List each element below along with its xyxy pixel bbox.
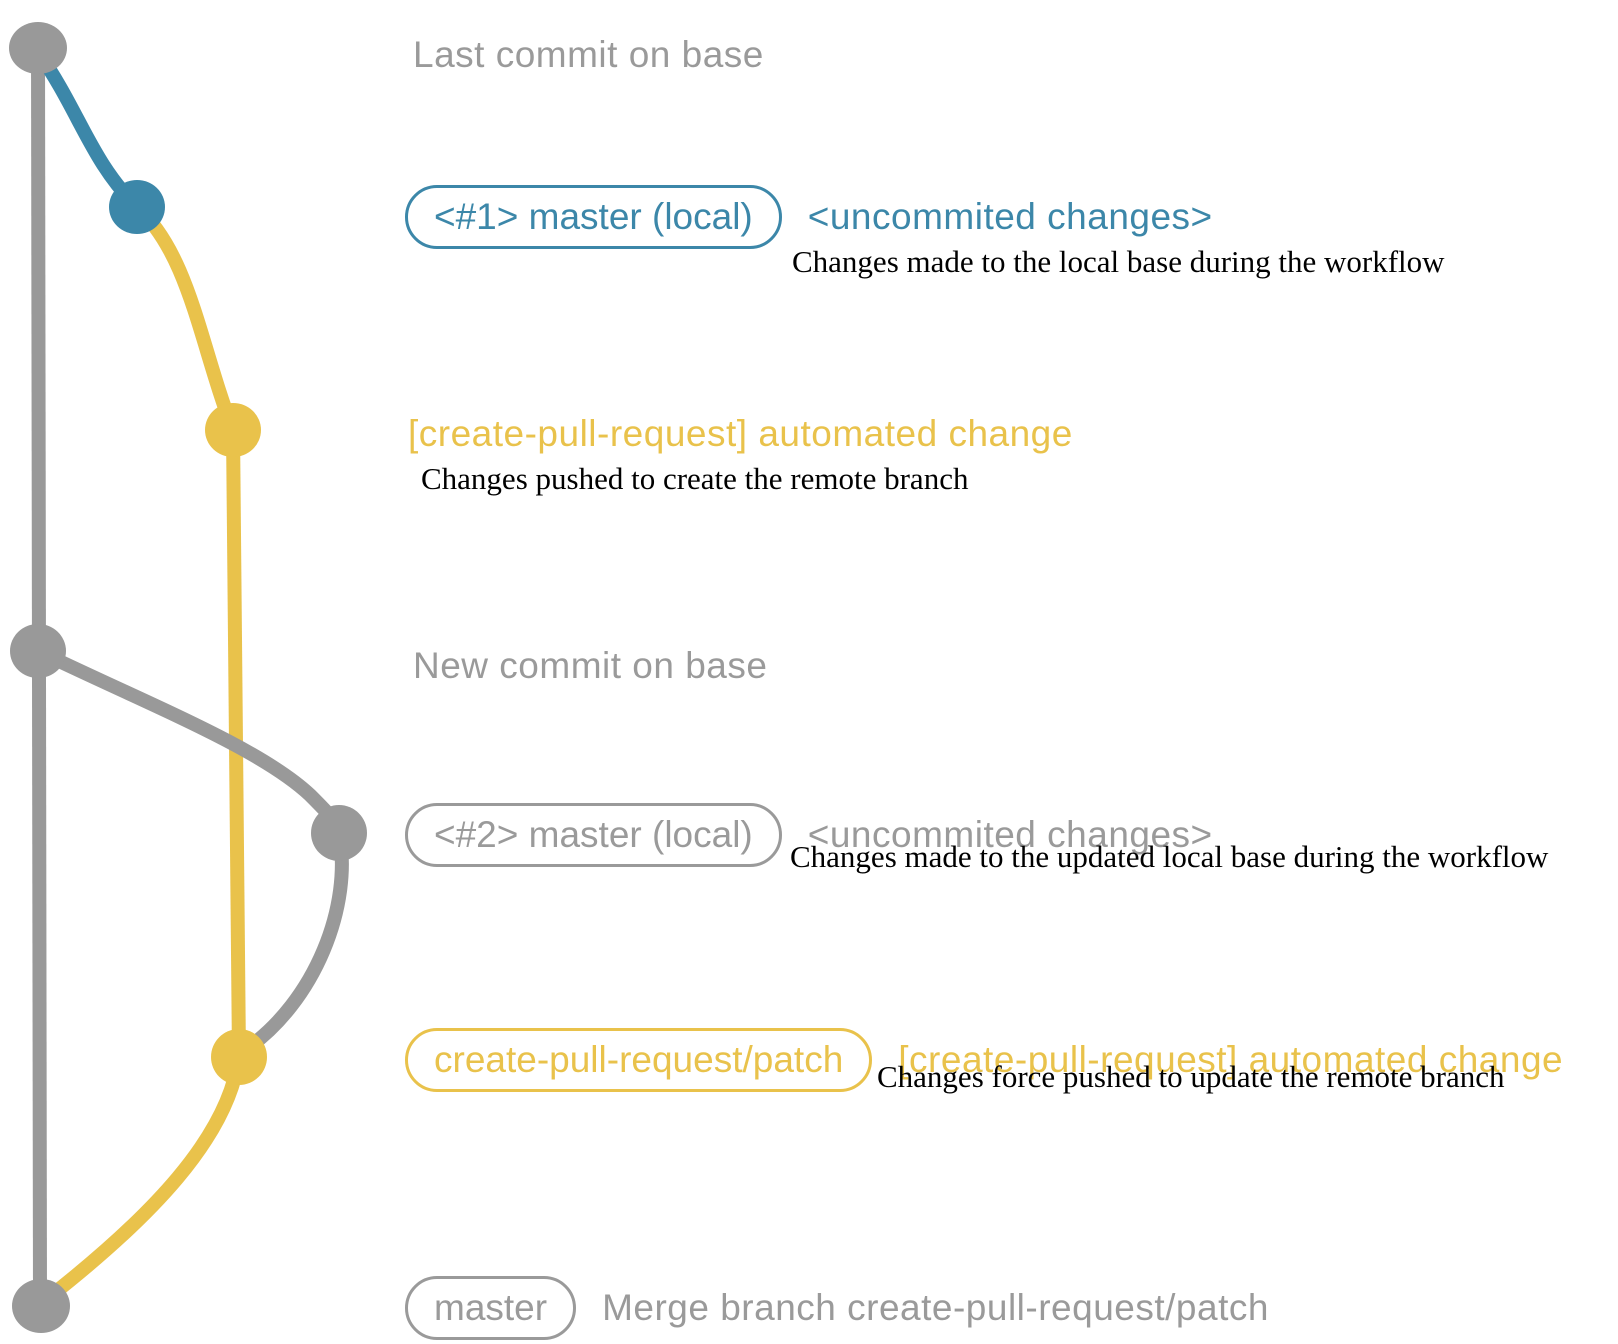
base-update-line xyxy=(31,644,346,840)
master-local-2-badge: <#2> master (local) xyxy=(405,803,782,868)
last-commit-label: Last commit on base xyxy=(413,34,764,75)
uncommited-changes-1-label: <uncommited changes> xyxy=(807,196,1213,237)
row-commit1: <#1> master (local) <uncommited changes> xyxy=(405,185,1213,250)
row-push2: create-pull-request/patch [create-pull-r… xyxy=(405,1028,1564,1093)
commit2-caption: Changes made to the updated local base d… xyxy=(790,839,1549,874)
row-commit2: <#2> master (local) <uncommited changes> xyxy=(405,803,1213,868)
local-branch-line-1 xyxy=(31,45,144,214)
row-merge: master Merge branch create-pull-request/… xyxy=(405,1276,1269,1341)
commit-dot-local-1 xyxy=(109,180,165,234)
remote-branch-line-1 xyxy=(130,200,240,437)
create-pull-request-patch-badge: create-pull-request/patch xyxy=(405,1028,873,1093)
merge-branch-label: Merge branch create-pull-request/patch xyxy=(602,1287,1269,1328)
master-local-1-badge: <#1> master (local) xyxy=(405,185,782,250)
uncommited-changes-2-label: <uncommited changes> xyxy=(807,814,1213,855)
commit-dot-last-base xyxy=(9,22,67,74)
commit-dot-pushed-1 xyxy=(205,403,261,457)
commit-dot-new-base xyxy=(10,624,66,678)
automated-change-1-label: [create-pull-request] automated change xyxy=(408,413,1073,454)
rebase-line xyxy=(238,826,349,1057)
new-commit-label: New commit on base xyxy=(413,645,768,686)
automated-change-2-label: [create-pull-request] automated change xyxy=(898,1039,1564,1080)
push2-caption: Changes force pushed to update the remot… xyxy=(877,1059,1505,1094)
row-last-commit: Last commit on base xyxy=(413,33,764,77)
commit-dot-merge xyxy=(12,1279,70,1333)
row-push1: [create-pull-request] automated change xyxy=(408,412,1073,456)
commit1-caption: Changes made to the local base during th… xyxy=(792,244,1445,279)
commit-dot-local-2 xyxy=(311,805,367,861)
merge-line xyxy=(41,1050,246,1305)
row-new-commit: New commit on base xyxy=(413,644,767,688)
push1-caption: Changes pushed to create the remote bran… xyxy=(421,461,969,496)
master-badge: master xyxy=(405,1276,577,1341)
commit-dot-pushed-2 xyxy=(211,1029,267,1085)
